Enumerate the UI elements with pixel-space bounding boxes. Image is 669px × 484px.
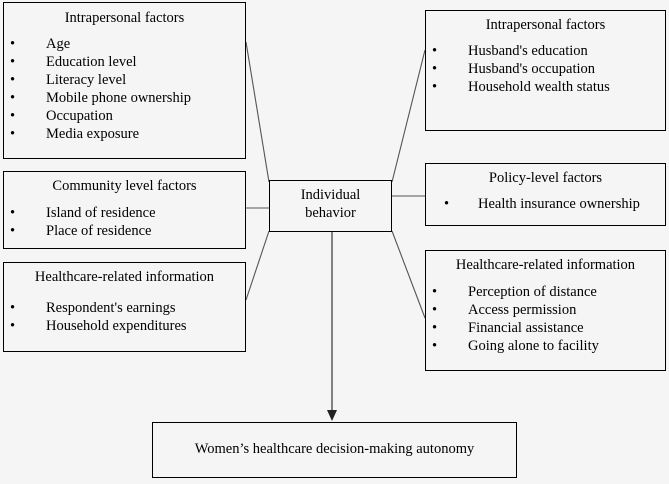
list-item-label: Household expenditures — [46, 318, 187, 334]
bullet-icon: • — [10, 318, 16, 334]
bullet-list: • Perception of distance • Access permissi… — [426, 283, 665, 355]
list-item: • Literacy level — [10, 71, 245, 89]
bullet-icon: • — [10, 72, 16, 88]
list-item-label: Place of residence — [46, 223, 152, 239]
list-item: • Health insurance ownership — [444, 195, 665, 213]
list-item: • Household wealth status — [432, 78, 665, 96]
bullet-list: • Age • Education level • Literacy level • M… — [4, 35, 245, 143]
box-title: Intrapersonal factors — [485, 17, 606, 33]
bullet-icon: • — [10, 108, 16, 124]
community-level-factors-box: Community level factors • Island of resid… — [3, 171, 246, 249]
list-item: • Husband's education — [432, 42, 665, 60]
list-item: • Perception of distance — [432, 283, 665, 301]
list-item-label: Husband's education — [468, 43, 588, 59]
list-item-label: Occupation — [46, 108, 113, 124]
healthcare-related-information-box-right: Healthcare-related information • Percepti… — [425, 250, 666, 371]
bullet-icon: • — [432, 320, 438, 336]
list-item-label: Media exposure — [46, 126, 140, 142]
list-item-label: Health insurance ownership — [478, 196, 640, 212]
list-item: • Access permission — [432, 301, 665, 319]
outcome-box: Women’s healthcare decision-making auton… — [152, 422, 517, 478]
connector-healthcare-right — [391, 230, 426, 319]
connector-healthcare-left — [245, 230, 270, 301]
bullet-icon: • — [10, 205, 16, 221]
bullet-icon: • — [10, 300, 16, 316]
bullet-list: • Respondent's earnings • Household expend… — [4, 299, 245, 335]
policy-level-factors-box: Policy-level factors • Health insurance o… — [425, 163, 666, 226]
bullet-icon: • — [432, 43, 438, 59]
bullet-icon: • — [432, 338, 438, 354]
bullet-list: • Island of residence • Place of residence — [4, 204, 245, 240]
list-item-label: Financial assistance — [468, 320, 584, 336]
bullet-icon: • — [432, 284, 438, 300]
connector-intrapersonal-left — [245, 41, 270, 183]
healthcare-related-information-box-left: Healthcare-related information • Responde… — [3, 262, 246, 352]
bullet-list: • Husband's education • Husband's occupati… — [426, 42, 665, 96]
center-label-line2: behavior — [305, 205, 356, 221]
list-item: • Age — [10, 35, 245, 53]
center-label-line1: Individual — [300, 187, 361, 203]
list-item-label: Age — [46, 36, 71, 52]
individual-behavior-box: Individual behavior — [269, 180, 392, 232]
bullet-icon: • — [432, 61, 438, 77]
list-item-label: Going alone to facility — [468, 338, 599, 354]
list-item-label: Education level — [46, 54, 137, 70]
list-item: • Respondent's earnings — [10, 299, 245, 317]
bullet-icon: • — [10, 223, 16, 239]
list-item: • Place of residence — [10, 222, 245, 240]
list-item: • Island of residence — [10, 204, 245, 222]
bullet-icon: • — [432, 302, 438, 318]
bullet-icon: • — [10, 126, 16, 142]
list-item-label: Perception of distance — [468, 284, 597, 300]
bullet-icon: • — [444, 196, 450, 212]
list-item: • Media exposure — [10, 125, 245, 143]
list-item-label: Access permission — [468, 302, 577, 318]
list-item: • Education level — [10, 53, 245, 71]
list-item: • Going alone to facility — [432, 337, 665, 355]
bullet-icon: • — [10, 90, 16, 106]
list-item-label: Literacy level — [46, 72, 127, 88]
list-item-label: Household wealth status — [468, 79, 610, 95]
list-item: • Financial assistance — [432, 319, 665, 337]
outcome-label: Women’s healthcare decision-making auton… — [194, 441, 475, 457]
list-item-label: Respondent's earnings — [46, 300, 176, 316]
box-title: Intrapersonal factors — [64, 10, 185, 26]
connector-intrapersonal-right — [391, 49, 426, 183]
list-item-label: Mobile phone ownership — [46, 90, 191, 106]
box-title: Community level factors — [52, 178, 197, 194]
list-item: • Mobile phone ownership — [10, 89, 245, 107]
bullet-icon: • — [10, 54, 16, 70]
list-item: • Husband's occupation — [432, 60, 665, 78]
box-title: Policy-level factors — [488, 170, 603, 186]
list-item: • Household expenditures — [10, 317, 245, 335]
intrapersonal-factors-box: Intrapersonal factors • Age • Education le… — [3, 2, 246, 159]
box-title: Healthcare-related information — [34, 269, 215, 285]
bullet-list: • Health insurance ownership — [426, 195, 665, 213]
box-title: Healthcare-related information — [455, 257, 636, 273]
list-item-label: Island of residence — [46, 205, 156, 221]
bullet-icon: • — [10, 36, 16, 52]
intrapersonal-factors-husband-box: Intrapersonal factors • Husband's educati… — [425, 10, 666, 131]
arrowhead-down-icon — [327, 410, 337, 421]
bullet-icon: • — [432, 79, 438, 95]
list-item: • Occupation — [10, 107, 245, 125]
list-item-label: Husband's occupation — [468, 61, 596, 77]
